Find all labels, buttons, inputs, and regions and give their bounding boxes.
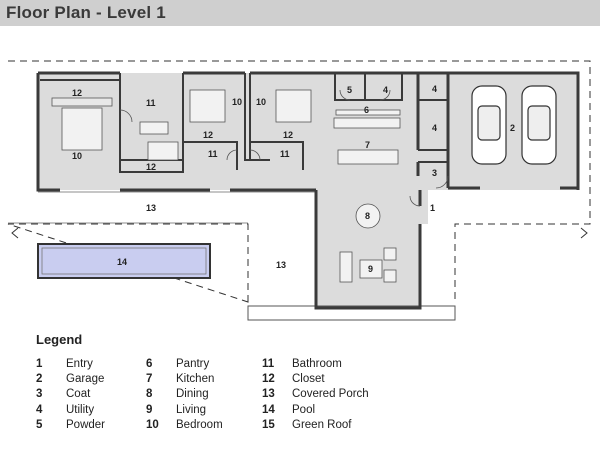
room-label-bedroom-b: 10	[232, 97, 242, 107]
room-label-closet-a: 12	[72, 88, 82, 98]
chair-2	[383, 269, 397, 283]
room-label-bedroom-c: 10	[256, 97, 266, 107]
pool-inner	[41, 247, 207, 275]
room-label-living: 9	[368, 264, 373, 274]
dining-wall	[314, 190, 422, 310]
bed-master	[61, 107, 103, 151]
dining-table	[355, 203, 381, 229]
counter	[333, 117, 401, 129]
outer-wall	[36, 71, 580, 192]
room-label-dining: 8	[365, 211, 370, 221]
room-label-bedroom-a: 10	[72, 151, 82, 161]
door-powder	[339, 89, 351, 101]
room-label-utility-c: 4	[383, 85, 388, 95]
room-label-bathroom-a: 11	[146, 98, 156, 108]
door-entry	[409, 195, 421, 207]
kitchen-wall	[334, 73, 403, 101]
roof-arrow-right	[580, 227, 588, 239]
room-label-coat: 3	[432, 168, 437, 178]
island	[337, 149, 399, 165]
entry-floor	[420, 188, 428, 224]
headboard-master	[51, 97, 113, 107]
door-bath-a	[226, 149, 238, 161]
room-label-bathroom-b: 11	[208, 149, 218, 159]
room-label-kitchen: 7	[365, 140, 370, 150]
door-bedroom-a	[119, 109, 133, 123]
shower-a	[147, 141, 179, 161]
vanity-a	[139, 121, 169, 135]
car-left-roof	[477, 105, 501, 141]
room-label-closet-c: 12	[283, 130, 293, 140]
floor-plan: 1 2 3 4 4 4 5 6 7 8 9 10 10 10 11 11 11 …	[7, 60, 591, 321]
legend-title: Legend	[36, 332, 83, 347]
door-garage	[435, 175, 449, 189]
page-title: Floor Plan - Level 1	[6, 3, 166, 22]
bed-b	[275, 89, 312, 123]
room-label-utility-b: 4	[432, 123, 437, 133]
chair-1	[383, 247, 397, 261]
bed-a	[189, 89, 226, 123]
coffee-table	[359, 259, 383, 279]
room-label-garage: 2	[510, 123, 515, 133]
room-label-porch-right: 13	[276, 260, 286, 270]
roof-arrow-left	[11, 227, 19, 239]
room-label-closet-d: 12	[146, 162, 156, 172]
room-label-entry: 1	[430, 203, 435, 213]
title-bar: Floor Plan - Level 1	[0, 0, 600, 26]
pool	[37, 243, 211, 279]
door-utility	[379, 89, 391, 101]
room-label-porch-left: 13	[146, 203, 156, 213]
pantry-shelf	[335, 109, 401, 116]
room-label-pantry: 6	[364, 105, 369, 115]
room-label-pool: 14	[117, 257, 127, 267]
sofa-left	[339, 251, 353, 283]
car-right-roof	[527, 105, 551, 141]
room-label-powder: 5	[347, 85, 352, 95]
garage-wall	[416, 73, 578, 190]
utility-wall	[418, 99, 448, 163]
room-label-bathroom-c: 11	[280, 149, 290, 159]
door-bath-b	[249, 149, 261, 161]
room-label-utility-a: 4	[432, 84, 437, 94]
room-label-closet-b: 12	[203, 130, 213, 140]
bedroom-divider-b	[244, 73, 251, 161]
